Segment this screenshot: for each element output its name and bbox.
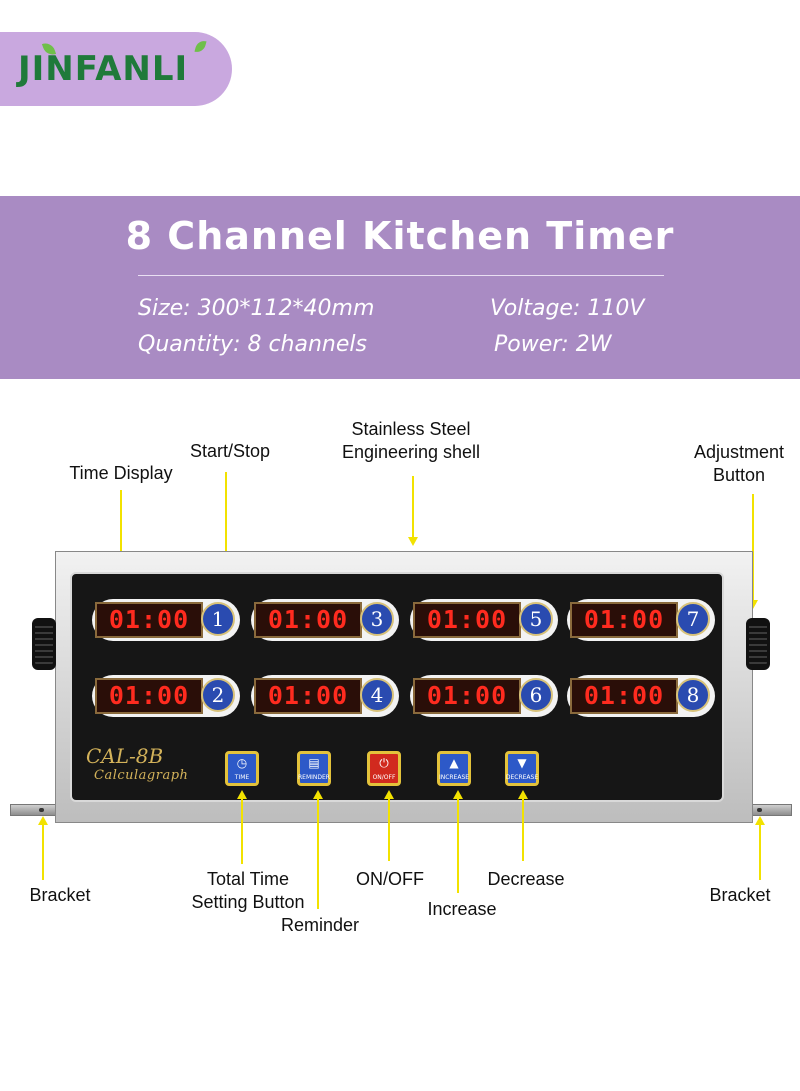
label-reminder: Reminder: [280, 915, 360, 935]
label-bracket-right: Bracket: [709, 885, 771, 905]
arrow-line: [225, 472, 227, 598]
arrow-line: [388, 799, 390, 861]
adjustment-knob-left[interactable]: [32, 618, 56, 670]
time-display: 01:00: [254, 602, 362, 638]
logo-badge: JINFANLI: [0, 32, 232, 106]
arrow-line: [522, 799, 524, 861]
timer-channel-1: 01:00 1: [92, 599, 240, 641]
leaf-icon: [194, 39, 207, 54]
on-off-button[interactable]: ⏻ ON/OFF: [367, 751, 401, 786]
label-decrease: Decrease: [487, 869, 565, 889]
model-subtitle: Calculagraph: [94, 768, 189, 783]
arrow-line: [412, 476, 414, 538]
channel-8-start-stop-button[interactable]: 8: [676, 678, 710, 712]
arrow-head: [313, 790, 323, 799]
brand-logo: JINFANLI: [18, 49, 189, 89]
timer-channel-7: 01:00 7: [567, 599, 715, 641]
channel-5-start-stop-button[interactable]: 5: [519, 602, 553, 636]
label-total-time-line2: Setting Button: [191, 892, 305, 912]
arrow-line: [457, 799, 459, 893]
time-display: 01:00: [254, 678, 362, 714]
time-button[interactable]: ◷ TIME: [225, 751, 259, 786]
model-name: CAL-8B: [86, 744, 164, 768]
time-display: 01:00: [95, 602, 203, 638]
spec-quantity: Quantity: 8 channels: [138, 332, 367, 357]
time-display: 01:00: [570, 602, 678, 638]
channel-1-start-stop-button[interactable]: 1: [201, 602, 235, 636]
label-shell-line2: Engineering shell: [341, 442, 481, 462]
channel-4-start-stop-button[interactable]: 4: [360, 678, 394, 712]
arrow-head: [408, 537, 418, 546]
divider: [138, 275, 664, 276]
timer-channel-8: 01:00 8: [567, 675, 715, 717]
timer-channel-6: 01:00 6: [410, 675, 558, 717]
label-shell-line1: Stainless Steel: [351, 419, 471, 439]
time-display: 01:00: [570, 678, 678, 714]
label-increase: Increase: [427, 899, 497, 919]
arrow-head: [384, 790, 394, 799]
reminder-icon: ▤: [308, 756, 320, 770]
arrow-line: [752, 494, 754, 602]
timer-channel-4: 01:00 4: [251, 675, 399, 717]
bracket-left: [10, 804, 60, 816]
adjustment-knob-right[interactable]: [746, 618, 770, 670]
label-start-stop: Start/Stop: [189, 441, 271, 461]
bracket-right: [742, 804, 792, 816]
arrow-head: [518, 790, 528, 799]
label-adjust-line1: Adjustment: [693, 442, 785, 462]
label-time-display: Time Display: [69, 463, 173, 483]
label-bracket-left: Bracket: [29, 885, 91, 905]
page-title: 8 Channel Kitchen Timer: [125, 214, 675, 258]
decrease-button[interactable]: ▼ DECREASE: [505, 751, 539, 786]
arrow-line: [317, 799, 319, 909]
label-adjust-line2: Button: [712, 465, 766, 485]
arrow-line: [120, 490, 122, 598]
triangle-up-icon: ▲: [449, 756, 459, 770]
triangle-down-icon: ▼: [517, 756, 527, 770]
power-icon: ⏻: [379, 756, 389, 770]
arrow-line: [241, 799, 243, 864]
timer-channel-5: 01:00 5: [410, 599, 558, 641]
time-display: 01:00: [95, 678, 203, 714]
timer-channel-3: 01:00 3: [251, 599, 399, 641]
arrow-line: [42, 825, 44, 880]
time-display: 01:00: [413, 678, 521, 714]
label-on-off: ON/OFF: [356, 869, 424, 889]
arrow-line: [759, 825, 761, 880]
arrow-head: [237, 790, 247, 799]
arrow-head: [453, 790, 463, 799]
label-total-time-line1: Total Time: [206, 869, 290, 889]
channel-3-start-stop-button[interactable]: 3: [360, 602, 394, 636]
arrow-head: [38, 816, 48, 825]
channel-7-start-stop-button[interactable]: 7: [676, 602, 710, 636]
arrow-head: [755, 816, 765, 825]
spec-power: Power: 2W: [494, 332, 612, 357]
spec-voltage: Voltage: 110V: [490, 296, 645, 321]
spec-banner: 8 Channel Kitchen Timer Size: 300*112*40…: [0, 196, 800, 379]
spec-size: Size: 300*112*40mm: [138, 296, 375, 321]
time-display: 01:00: [413, 602, 521, 638]
arrow-head: [748, 600, 758, 609]
channel-6-start-stop-button[interactable]: 6: [519, 678, 553, 712]
timer-channel-2: 01:00 2: [92, 675, 240, 717]
clock-icon: ◷: [236, 756, 248, 770]
increase-button[interactable]: ▲ INCREASE: [437, 751, 471, 786]
channel-2-start-stop-button[interactable]: 2: [201, 678, 235, 712]
reminder-button[interactable]: ▤ REMINDER: [297, 751, 331, 786]
